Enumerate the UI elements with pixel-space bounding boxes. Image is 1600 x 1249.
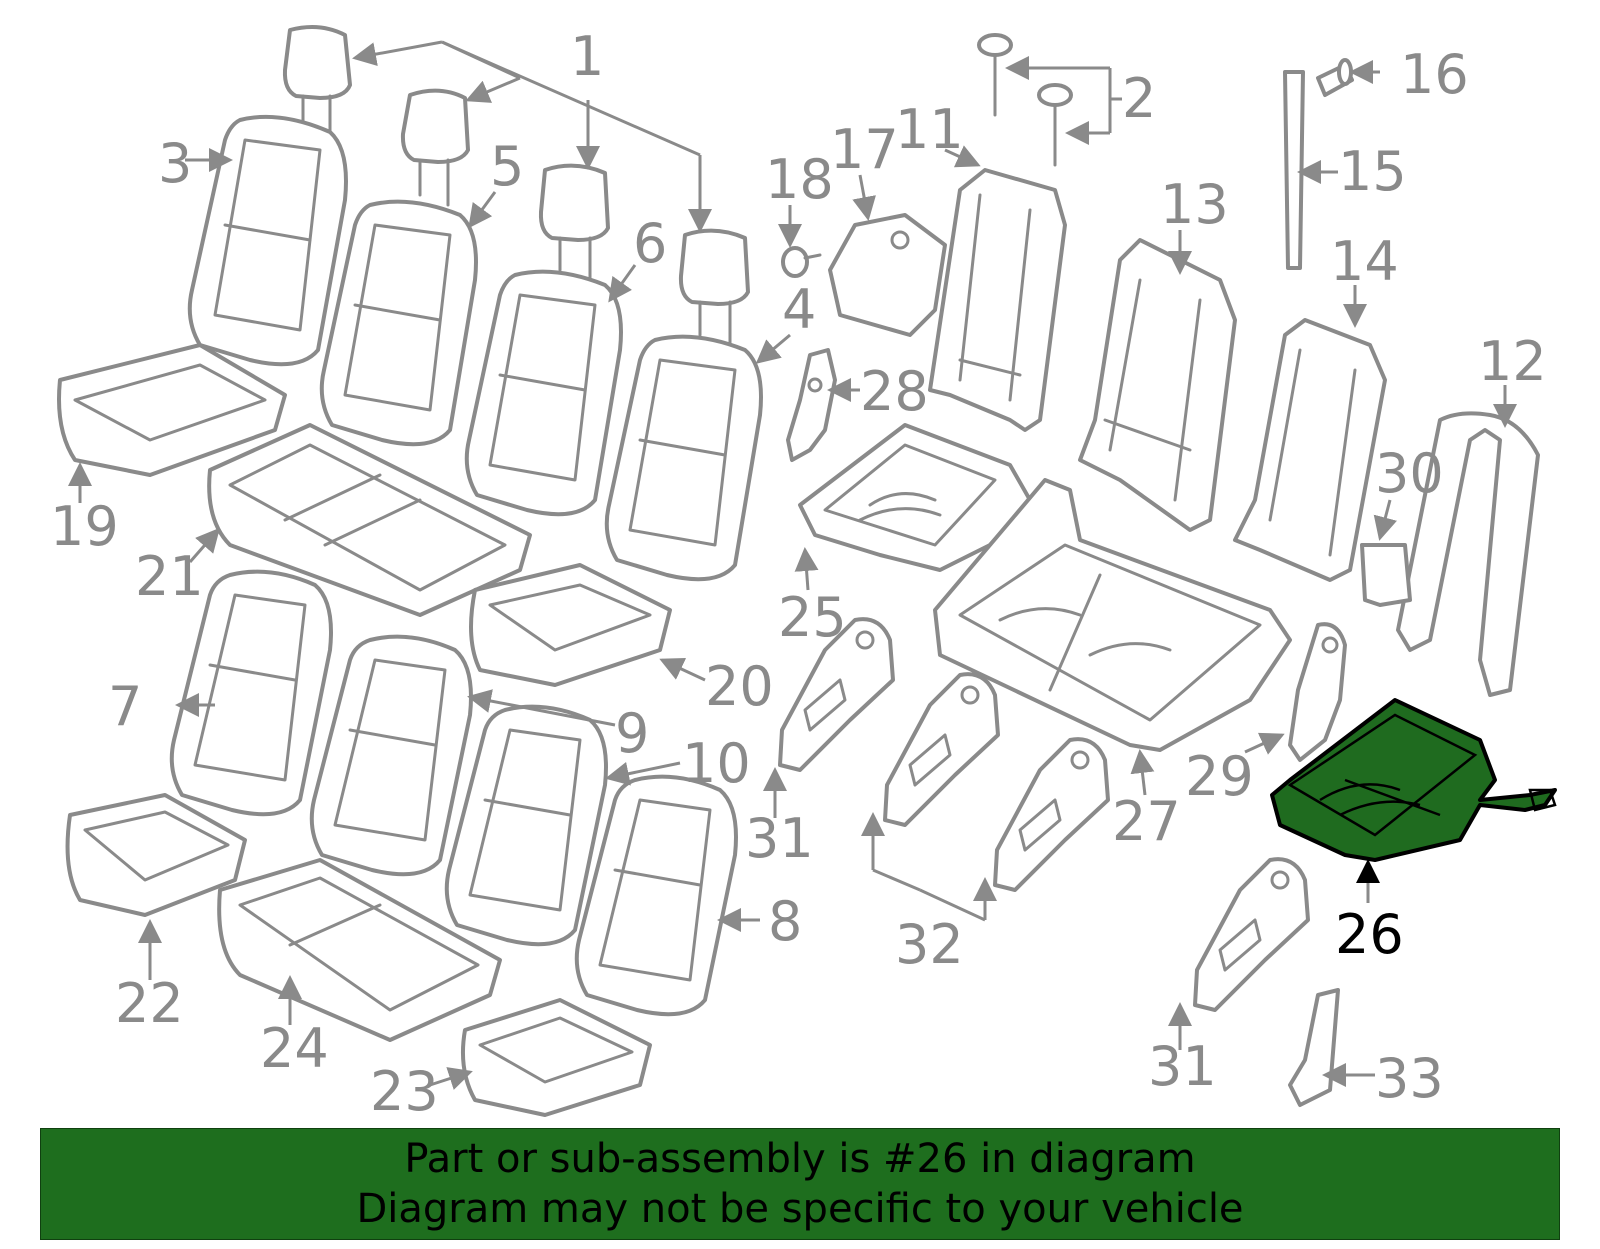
callout-1: 1 (570, 25, 604, 88)
callout-32: 32 (895, 913, 964, 976)
callout-6: 6 (633, 212, 667, 275)
trim-part (1288, 988, 1340, 1107)
callout-30: 30 (1375, 442, 1444, 505)
callout-22: 22 (115, 972, 184, 1035)
seat-back-frame-part (928, 168, 1067, 432)
trim-strip-part (1283, 70, 1305, 270)
hinge-bracket-part (993, 737, 1110, 892)
headrest-part (538, 163, 610, 282)
callout-2: 2 (1122, 67, 1156, 130)
hinge-bracket-part (778, 617, 895, 772)
seat-cushion-part (461, 998, 652, 1117)
clip-part (1360, 543, 1412, 607)
callout-9: 9 (615, 702, 649, 765)
callout-3: 3 (158, 132, 192, 195)
seat-back-part (309, 634, 473, 877)
callout-27: 27 (1112, 790, 1181, 853)
seat-cushion-part (207, 423, 532, 617)
callout-18: 18 (765, 148, 834, 211)
callout-25: 25 (778, 586, 847, 649)
cover-part (828, 213, 947, 337)
seat-cushion-part (469, 563, 672, 687)
plug-part (781, 246, 822, 278)
callout-14: 14 (1330, 230, 1399, 293)
callout-labels: 1 2 3 5 6 4 16 15 17 18 11 13 14 12 28 3… (50, 25, 1547, 1123)
seat-back-part (444, 704, 608, 947)
callout-17: 17 (830, 118, 899, 181)
highlighted-part-26 (1270, 698, 1557, 862)
seat-back-part (604, 334, 763, 582)
callout-7: 7 (108, 675, 142, 738)
callout-23: 23 (370, 1060, 439, 1123)
callout-21: 21 (135, 545, 204, 608)
callout-31-right: 31 (1148, 1035, 1217, 1098)
bolt-part (977, 33, 1013, 117)
callout-19: 19 (50, 495, 119, 558)
seat-cushion-frame-part (933, 478, 1292, 752)
seat-cushion-part (65, 793, 247, 917)
hinge-bracket-part (1288, 622, 1347, 762)
callout-20: 20 (705, 655, 774, 718)
callout-15: 15 (1338, 140, 1407, 203)
callout-10: 10 (682, 732, 751, 795)
seat-back-part (464, 269, 623, 517)
seat-back-frame-part (1233, 318, 1387, 582)
seat-back-part (574, 774, 738, 1017)
bolt-part (1037, 83, 1073, 167)
seat-back-part (187, 114, 348, 367)
callout-29: 29 (1185, 745, 1254, 808)
headrest-part (678, 228, 750, 347)
callout-16: 16 (1400, 43, 1469, 106)
seat-cushion-part (57, 343, 287, 477)
hinge-bracket-part (883, 672, 1000, 827)
callout-13: 13 (1160, 173, 1229, 236)
callout-11: 11 (895, 98, 964, 161)
bracket-part (786, 348, 837, 462)
screw-part (1316, 58, 1354, 97)
callout-31-left: 31 (745, 807, 814, 870)
callout-4: 4 (782, 278, 816, 341)
seat-back-frame-part (1078, 238, 1237, 532)
callout-28: 28 (860, 360, 929, 423)
banner-line-2: Diagram may not be specific to your vehi… (356, 1186, 1244, 1232)
leader-lines (68, 40, 1517, 1090)
callout-8: 8 (768, 890, 802, 953)
callout-33: 33 (1375, 1047, 1444, 1110)
hinge-bracket-part (1193, 857, 1310, 1012)
callout-12: 12 (1478, 330, 1547, 393)
banner-line-1: Part or sub-assembly is #26 in diagram (404, 1136, 1196, 1182)
info-banner: Part or sub-assembly is #26 in diagram D… (40, 1128, 1560, 1240)
headrest-part (400, 88, 470, 207)
callout-5: 5 (490, 135, 524, 198)
seat-cushion-frame-part (798, 423, 1032, 572)
callout-26: 26 (1335, 903, 1404, 966)
callout-24: 24 (260, 1017, 329, 1080)
seat-back-part (319, 199, 478, 447)
seat-back-part (169, 569, 333, 817)
